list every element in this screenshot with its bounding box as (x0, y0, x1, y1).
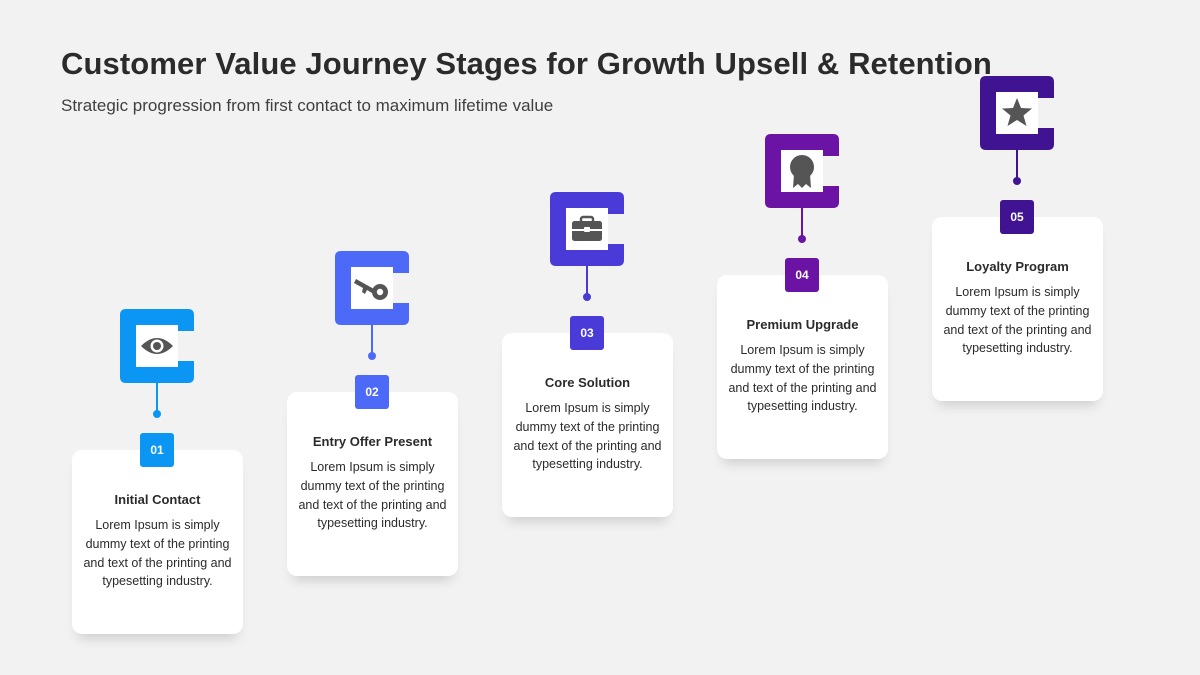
stage-card: Entry Offer Present Lorem Ipsum is simpl… (287, 392, 458, 576)
connector-dot (368, 352, 376, 360)
star-icon (1002, 98, 1032, 126)
connector-line (586, 266, 588, 298)
award-icon (790, 155, 814, 188)
stage-icon-frame (980, 76, 1054, 150)
stage-card: Premium Upgrade Lorem Ipsum is simply du… (717, 275, 888, 459)
stage-card: Loyalty Program Lorem Ipsum is simply du… (932, 217, 1103, 401)
page-title: Customer Value Journey Stages for Growth… (61, 46, 992, 81)
stage-number-badge: 02 (355, 375, 389, 409)
stage-number-badge: 03 (570, 316, 604, 350)
stage-card: Core Solution Lorem Ipsum is simply dumm… (502, 333, 673, 517)
stage-description: Lorem Ipsum is simply dummy text of the … (513, 401, 662, 472)
connector-line (801, 208, 803, 240)
connector-dot (1013, 177, 1021, 185)
stage-description: Lorem Ipsum is simply dummy text of the … (298, 460, 447, 531)
stage-icon-frame (120, 309, 194, 383)
stage-title: Entry Offer Present (312, 434, 433, 449)
briefcase-icon (572, 215, 602, 241)
connector-dot (798, 235, 806, 243)
stage-title: Premium Upgrade (746, 317, 859, 332)
eye-icon (141, 338, 173, 354)
stage-description: Lorem Ipsum is simply dummy text of the … (728, 343, 877, 414)
stage-number-badge: 04 (785, 258, 819, 292)
stage-icon-frame (550, 192, 624, 266)
key-icon (354, 279, 388, 300)
stage-description: Lorem Ipsum is simply dummy text of the … (943, 285, 1092, 356)
page-subtitle: Strategic progression from first contact… (61, 96, 554, 115)
stage-number-badge: 01 (140, 433, 174, 467)
connector-line (156, 383, 158, 415)
connector-line (1016, 150, 1018, 182)
stage-description: Lorem Ipsum is simply dummy text of the … (83, 518, 232, 589)
stage-icon-frame (765, 134, 839, 208)
stage-title: Core Solution (544, 375, 631, 390)
connector-dot (583, 293, 591, 301)
stage-card: Initial Contact Lorem Ipsum is simply du… (72, 450, 243, 634)
stage-title: Initial Contact (114, 492, 201, 507)
connector-line (371, 325, 373, 357)
stage-icon-frame (335, 251, 409, 325)
connector-dot (153, 410, 161, 418)
stage-title: Loyalty Program (966, 259, 1069, 274)
stage-number-badge: 05 (1000, 200, 1034, 234)
